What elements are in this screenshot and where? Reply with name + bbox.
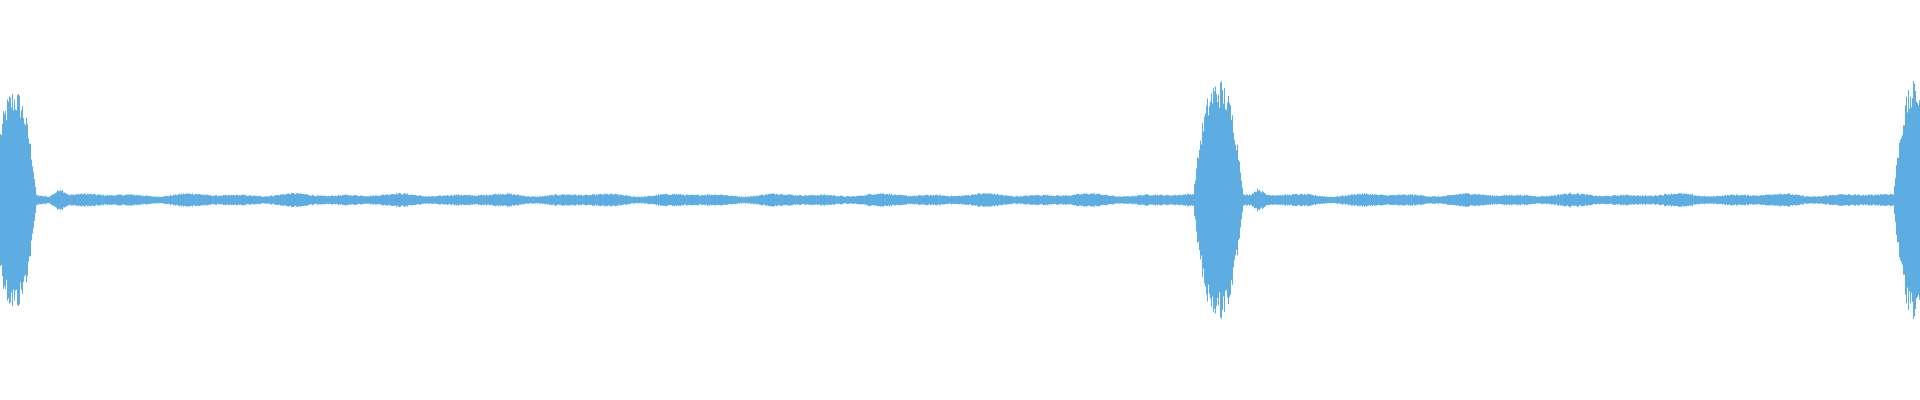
waveform-canvas[interactable]	[0, 0, 1920, 400]
audio-waveform-view[interactable]	[0, 0, 1920, 400]
